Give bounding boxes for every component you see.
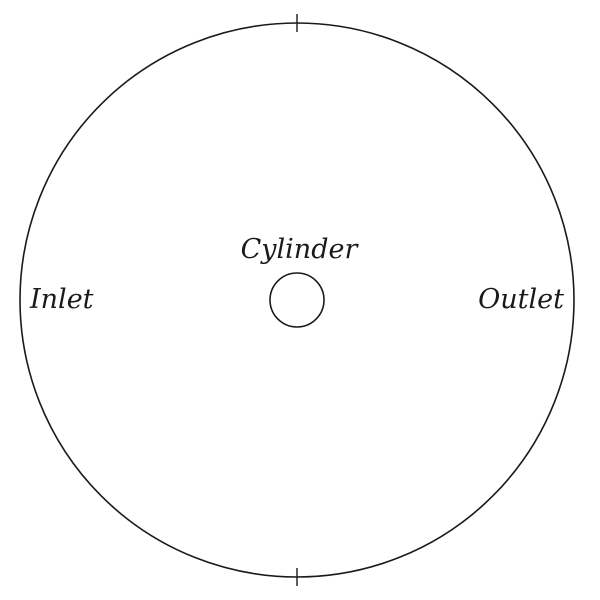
inlet-label: Inlet	[29, 284, 94, 315]
outlet-label: Outlet	[478, 284, 564, 315]
cylinder-label: Cylinder	[241, 234, 360, 265]
cylinder-circle	[269, 272, 325, 328]
